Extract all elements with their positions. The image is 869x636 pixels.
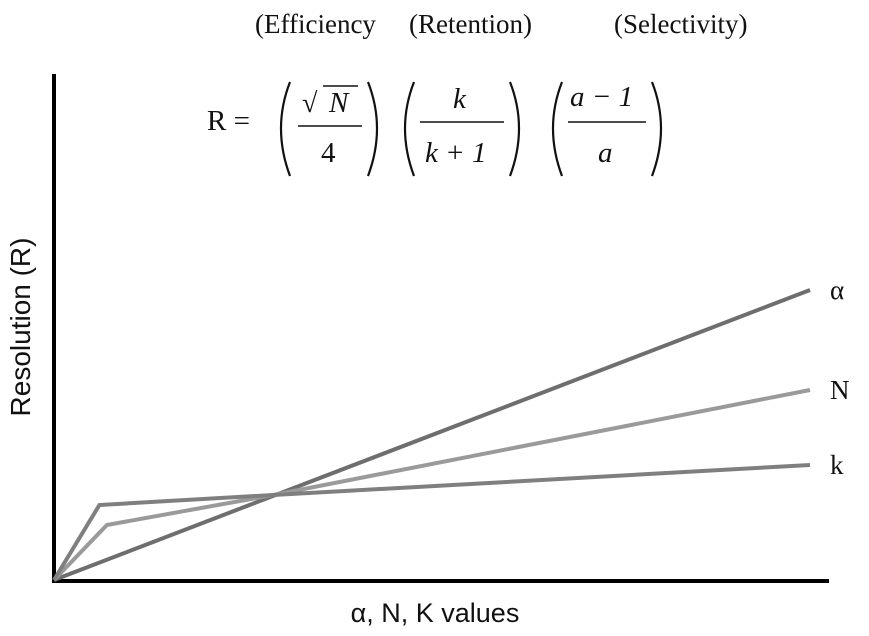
left-paren (551, 81, 564, 177)
right-paren (650, 81, 663, 177)
sqrt-radical: √ (302, 88, 318, 119)
equation-factor-selectivity: a − 1 a (551, 81, 663, 177)
y-axis-label: Resolution (R) (5, 238, 36, 417)
series-layer: αNk (52, 275, 850, 582)
header-label-selectivity: (Selectivity) (614, 9, 747, 39)
header-label-retention: (Retention) (409, 9, 532, 39)
numerator-a-minus-1: a − 1 (570, 81, 633, 113)
series-line-0 (53, 288, 811, 582)
denominator-a: a (598, 137, 613, 169)
series-label-0: α (830, 275, 844, 305)
equation-factor-retention: k k + 1 (403, 81, 521, 177)
denominator-4: 4 (321, 137, 336, 169)
equation-lhs: R = (207, 105, 250, 137)
equation-factor-efficiency: √ N 4 (279, 81, 379, 177)
series-line-2 (52, 463, 811, 582)
numerator-k: k (453, 83, 467, 115)
resolution-equation: R = √ N 4 k k + 1 a − (207, 81, 663, 177)
right-paren (508, 81, 521, 177)
header-label-efficiency: (Efficiency (255, 9, 376, 39)
left-paren (403, 81, 416, 177)
series-label-2: k (830, 450, 844, 480)
numerator-N: N (328, 87, 350, 119)
x-axis-label: α, N, K values (351, 598, 520, 628)
series-line-1 (52, 388, 811, 582)
series-label-1: N (830, 375, 850, 405)
left-paren (279, 81, 292, 177)
denominator-k-plus-1: k + 1 (425, 137, 486, 169)
right-paren (366, 81, 379, 177)
